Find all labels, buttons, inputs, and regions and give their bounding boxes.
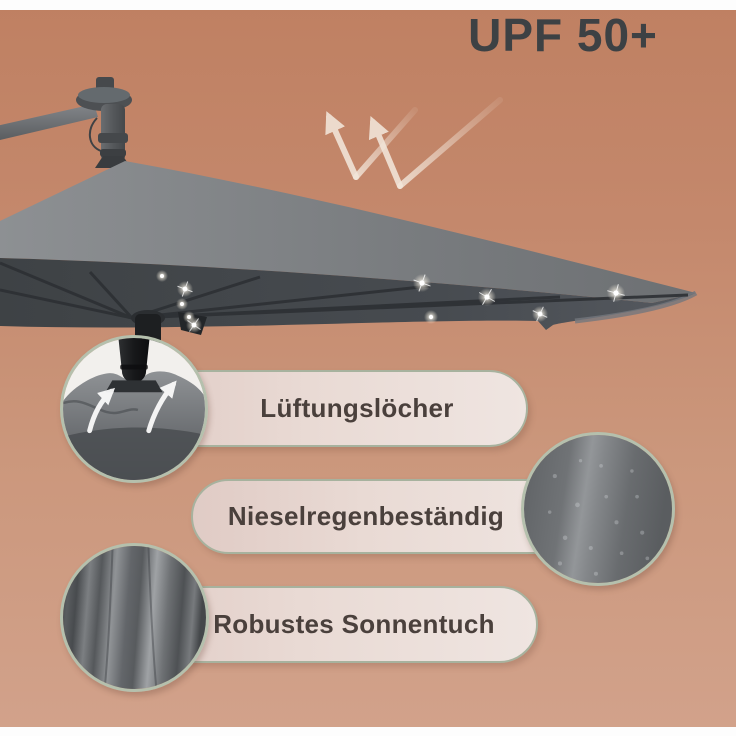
feature-label: Robustes Sonnentuch <box>213 609 495 639</box>
feature-label: Nieselregenbeständig <box>227 501 505 531</box>
vent-pole <box>105 338 163 393</box>
top-white-bar <box>0 0 736 10</box>
bottom-white-bar <box>0 727 736 736</box>
drizzle-closeup-image <box>524 435 672 583</box>
drizzle-fabric-closeup-circle <box>521 432 675 586</box>
feature-pill-drizzle-resistant: Nieselregenbeständig <box>191 479 575 554</box>
tension-cable <box>89 117 102 152</box>
canopy-top <box>0 161 696 303</box>
upf-rating-label: UPF 50+ <box>468 9 658 61</box>
vent-holes-closeup-circle <box>60 335 208 483</box>
canopy-tip-curl <box>574 290 698 324</box>
vent-closeup-image <box>63 338 205 480</box>
feature-label: Lüftungslöcher <box>260 393 454 423</box>
umbrella-canopy <box>0 161 698 346</box>
airflow-arrows-icon <box>87 380 177 434</box>
drape-closeup-image <box>63 546 206 689</box>
led-lights <box>156 270 625 333</box>
water-droplets <box>547 459 650 576</box>
fabric-drape-closeup-circle <box>60 543 209 692</box>
